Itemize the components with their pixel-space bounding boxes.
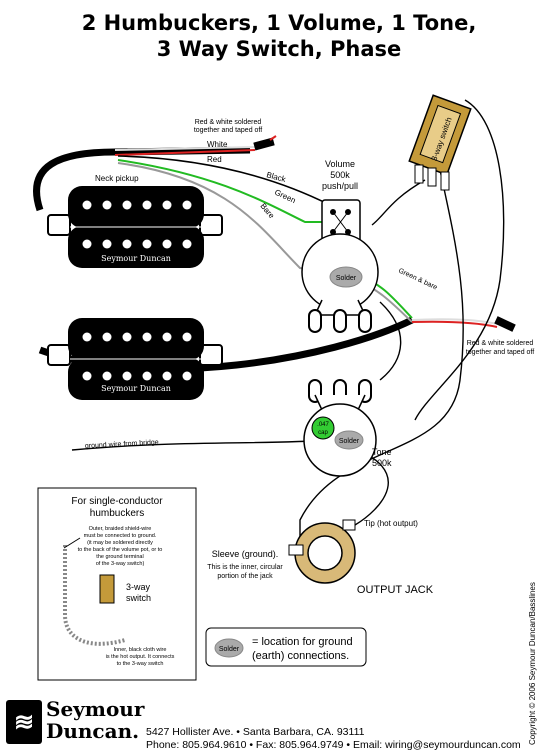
bare-wire-label: Bare xyxy=(258,202,276,221)
tone-label: Tone xyxy=(372,447,392,457)
neck-pole-pieces xyxy=(82,200,192,249)
green-bare-label: Green & bare xyxy=(397,267,438,291)
tip-label: Tip (hot output) xyxy=(364,519,418,528)
volume-solder-label: Solder xyxy=(336,275,357,282)
inset-arrow-1 xyxy=(63,537,81,549)
title-line-1: 2 Humbuckers, 1 Volume, 1 Tone, xyxy=(81,11,477,35)
inset-switch xyxy=(99,574,115,604)
bridge-pole-pieces xyxy=(82,332,192,381)
switch-wire-1 xyxy=(371,179,426,226)
logo-brand-line-2: Duncan. xyxy=(46,719,140,743)
bridge-red xyxy=(411,320,498,328)
tone-solder-spot xyxy=(334,430,364,450)
switch-ground-wire xyxy=(414,99,505,421)
green-wire-label: Green xyxy=(273,188,297,206)
tape-top xyxy=(253,137,275,151)
green-wire xyxy=(117,159,326,223)
svg-text:the ground terminal: the ground terminal xyxy=(96,554,143,560)
inset-title-1: For single-conductor xyxy=(71,496,163,507)
legend-box xyxy=(205,627,367,667)
volume-value: 500k xyxy=(330,170,350,180)
svg-text:of the 3-way switch): of the 3-way switch) xyxy=(96,561,145,567)
wiring-diagram: Seymour Duncan Seymour Duncan xyxy=(33,94,534,681)
logo-brand-line-1: Seymour xyxy=(46,697,145,721)
svg-text:to the 3-way switch: to the 3-way switch xyxy=(117,661,164,667)
legend-text-2: (earth) connections. xyxy=(252,650,349,662)
inset-switch-label-1: 3-way xyxy=(126,582,151,592)
sleeve-label-3: portion of the jack xyxy=(217,573,273,580)
legend-solder-spot xyxy=(214,638,244,658)
sleeve-label-2: This is the inner, circular xyxy=(207,564,283,571)
legend-text-1: = location for ground xyxy=(252,636,353,648)
svg-text:Inner, black cloth wire: Inner, black cloth wire xyxy=(114,647,167,653)
inset-switch-label-2: switch xyxy=(126,593,151,603)
logo-mark-icon: ≋ xyxy=(13,707,35,736)
red-tip-top xyxy=(269,135,277,141)
neck-pickup-label: Neck pickup xyxy=(95,174,139,183)
svg-text:to the back of the volume pot,: to the back of the volume pot, or to xyxy=(78,547,163,553)
white-wire-label: White xyxy=(207,140,228,149)
neck-cable xyxy=(33,146,251,212)
volume-type: push/pull xyxy=(322,181,358,191)
svg-text:(it may be soldered directly: (it may be soldered directly xyxy=(87,540,153,546)
top-taped-label-2: together and taped off xyxy=(194,127,262,134)
red-wire-label: Red xyxy=(207,155,222,164)
white-wire xyxy=(114,146,256,151)
bridge-white xyxy=(411,318,498,325)
tape-right xyxy=(494,316,516,332)
svg-text:is the hot output. It connect: is the hot output. It connects xyxy=(106,654,175,660)
black-wire xyxy=(117,155,331,206)
footer-address: 5427 Hollister Ave. • Santa Barbara, CA.… xyxy=(146,726,365,738)
svg-text:must be connected to ground.: must be connected to ground. xyxy=(84,533,157,539)
title-line-2: 3 Way Switch, Phase xyxy=(156,37,402,61)
bare-wire xyxy=(117,162,331,273)
neck-pickup xyxy=(47,186,223,268)
right-taped-label-2: together and taped off xyxy=(466,349,534,356)
output-jack xyxy=(288,519,356,584)
sleeve-label-1: Sleeve (ground). xyxy=(212,549,279,559)
neck-pickup-brand: Seymour Duncan xyxy=(101,254,171,263)
footer-phone-email: Phone: 805.964.9610 • Fax: 805.964.9749 … xyxy=(146,739,521,751)
volume-label: Volume xyxy=(325,159,355,169)
footer-contact: 5427 Hollister Ave. • Santa Barbara, CA.… xyxy=(146,726,521,752)
top-taped-label-1: Red & white soldered xyxy=(195,119,262,126)
cap-label: cap xyxy=(318,430,328,436)
tone-value: 500k xyxy=(372,458,392,468)
three-way-switch xyxy=(408,94,472,191)
svg-text:Outer, braided shield-wire: Outer, braided shield-wire xyxy=(89,526,152,532)
seymour-duncan-logo: ≋ Seymour Duncan. xyxy=(6,698,144,752)
red-wire-top xyxy=(114,149,256,156)
bridge-pickup-brand: Seymour Duncan xyxy=(101,384,171,393)
bridge-ground-wire xyxy=(71,439,331,451)
inset-box xyxy=(37,487,197,681)
output-jack-label: OUTPUT JACK xyxy=(357,584,434,596)
tone-solder-label: Solder xyxy=(339,438,360,445)
legend-solder-label: Solder xyxy=(219,646,240,653)
inset-title-2: humbuckers xyxy=(90,508,144,519)
cap-value: .047 xyxy=(317,422,329,428)
logo-brand: Seymour Duncan. xyxy=(46,698,144,742)
logo-badge: ≋ xyxy=(6,700,42,744)
volume-solder-spot xyxy=(329,266,363,288)
copyright: Copyright © 2006 Seymour Duncan/Bassline… xyxy=(528,582,537,745)
right-taped-label-1: Red & white soldered xyxy=(467,340,534,347)
inset-note-1: Outer, braided shield-wire must be conne… xyxy=(78,526,163,567)
volume-pot xyxy=(301,199,379,333)
inset-note-2: Inner, black cloth wire is the hot outpu… xyxy=(106,647,175,667)
bridge-pickup xyxy=(47,318,223,400)
tone-capacitor xyxy=(311,416,335,440)
vol-tone-wire xyxy=(379,301,402,381)
ground-wire-label: ground wire from bridge xyxy=(85,439,159,450)
